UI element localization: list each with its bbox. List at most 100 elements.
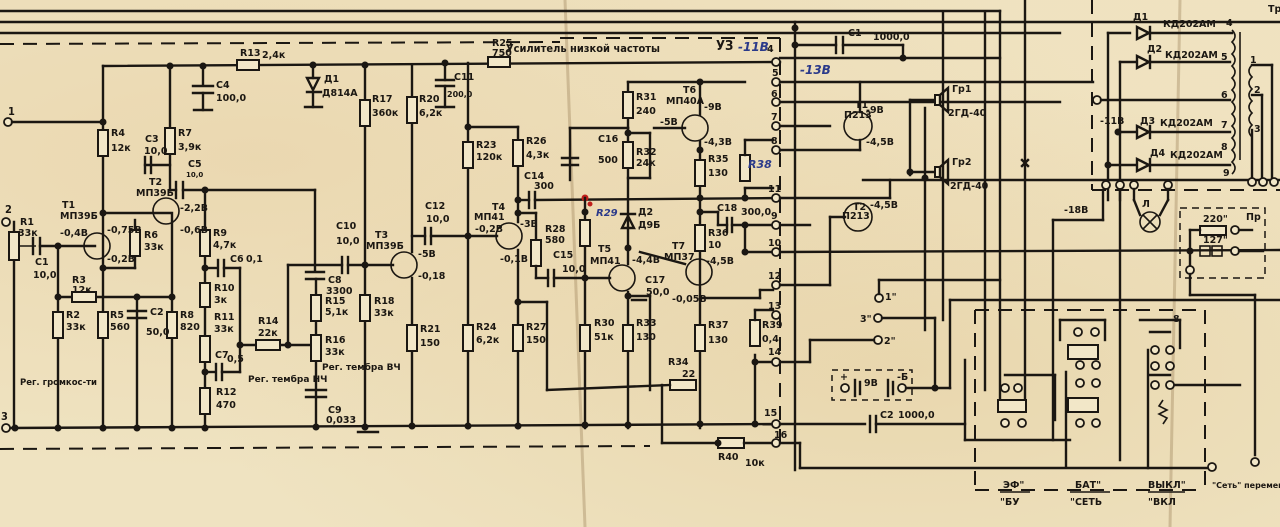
label-r4: R4	[111, 128, 125, 139]
note-uz-voltage: -11В	[738, 40, 769, 54]
resistor-r24	[462, 324, 474, 352]
label-t2-p213: T2	[853, 202, 866, 213]
resistor-r37	[694, 324, 706, 352]
resistor-r31	[622, 91, 634, 119]
block-terminals	[771, 20, 1280, 472]
value-r25: 750	[492, 48, 512, 59]
type-t2: МП39Б	[136, 188, 174, 199]
label-r21: R21	[420, 324, 441, 335]
label-c9: C9	[328, 405, 342, 416]
terminal-4[interactable]	[771, 57, 781, 67]
mains-terminal-b[interactable]	[1250, 457, 1260, 467]
switch-ef-bu[interactable]	[997, 399, 1027, 413]
label-term-12: 12	[768, 271, 781, 282]
label-transformer: Тр	[1268, 4, 1280, 15]
tr-pin-1: 1	[1250, 55, 1257, 66]
stage-t3	[303, 61, 499, 430]
label-r10: R10	[214, 283, 235, 294]
label-rail-18v: -18В	[1064, 205, 1088, 216]
label-c17: C17	[645, 275, 665, 286]
power-supply	[1051, 0, 1280, 472]
value-r33: 130	[636, 332, 656, 343]
note-rail-voltage: -13В	[800, 63, 831, 77]
voltage-t1-p213-emit: -4,5В	[866, 137, 894, 148]
label-r40: R40	[718, 452, 739, 463]
type-t7: МП37	[664, 252, 695, 263]
type-d2-psu: КД202АМ	[1165, 50, 1218, 61]
fuse-pr	[1199, 225, 1227, 236]
value-r4: 12к	[111, 143, 131, 154]
transistor-t1-p213	[843, 111, 873, 141]
voltage-t2-coll: -2,2В	[180, 203, 208, 214]
transformer-primary	[1248, 64, 1254, 138]
label-c3: C3	[145, 134, 159, 145]
value-r24: 6,2к	[476, 335, 500, 346]
mains-terminal-a[interactable]	[1207, 462, 1217, 472]
resistor-r12	[199, 387, 211, 415]
value-c14: 300	[534, 181, 554, 192]
label-r31: R31	[636, 92, 657, 103]
label-c16: C16	[598, 134, 619, 145]
label-term-15: 15	[764, 408, 777, 419]
label-term-7: 7	[771, 112, 778, 123]
label-term-14: 14	[768, 347, 782, 358]
tr-pin-7: 7	[1221, 120, 1228, 131]
terminal-2[interactable]	[1, 217, 11, 227]
switch-block	[963, 309, 1242, 491]
switch-ef-contact[interactable]	[1000, 383, 1010, 393]
value-c1: 10,0	[33, 270, 57, 281]
value-r12: 470	[216, 400, 236, 411]
voltage-t5-coll: -4,4В	[632, 255, 660, 266]
resistor-r30	[579, 324, 591, 352]
paper-fold	[563, 0, 587, 527]
value-r28: 580	[545, 235, 565, 246]
title: Усилитель низкой частоты	[506, 42, 660, 55]
label-r34: R34	[668, 357, 689, 368]
label-c6: C6	[230, 254, 244, 265]
resistor-r6	[129, 229, 141, 257]
value-r18: 33к	[374, 308, 394, 319]
label-t1: T1	[62, 200, 75, 211]
cross-mark	[1020, 158, 1030, 168]
type-t3: МП39Б	[366, 241, 404, 252]
voltage-t3-emit: -0,18	[418, 271, 446, 282]
type-t1: МП39Б	[60, 211, 98, 222]
label-d2-psu: Д2	[1147, 44, 1162, 55]
label-c15: C15	[553, 250, 573, 261]
type-t2-p213: П213	[842, 211, 870, 222]
terminal-13[interactable]	[771, 310, 781, 320]
label-r26: R26	[526, 136, 547, 147]
battery-plus	[840, 383, 850, 393]
value-r6: 33к	[144, 242, 164, 253]
value-r16: 33к	[325, 347, 345, 358]
transistor-t2	[152, 197, 180, 225]
label-term-8: 8	[771, 136, 778, 147]
diode-d3-kd202am	[1135, 124, 1152, 140]
resistor-r39	[749, 319, 761, 347]
label-battery-voltage: 9В	[864, 378, 878, 389]
voltage-t2-p213-coll: -4,5В	[870, 200, 898, 211]
value-r30: 51к	[594, 332, 614, 343]
selector	[778, 278, 1280, 401]
value-r13: 2,4к	[262, 50, 286, 61]
label-c4: C4	[216, 80, 230, 91]
label-selector-3: 3"	[860, 314, 872, 325]
label-term-4: 4	[767, 44, 774, 55]
resistor-r29	[579, 219, 591, 247]
value-r32: 24к	[636, 158, 656, 169]
resistor-r2	[52, 311, 64, 339]
resistor-r8	[166, 311, 178, 339]
value-c6: 0,1	[246, 254, 263, 265]
label-r9: R9	[213, 228, 227, 239]
resistor-r36	[694, 224, 706, 252]
resistor-r20	[406, 96, 418, 124]
type-d1: Д814А	[322, 88, 358, 99]
resistor-r32	[622, 141, 634, 169]
output-stage	[828, 0, 1280, 402]
resistor-r23	[462, 141, 474, 169]
label-r27: R27	[526, 322, 547, 333]
switch-bat-set[interactable]	[1067, 344, 1099, 360]
caption-volume: Рег. громкос-ти	[20, 378, 97, 388]
terminal-3[interactable]	[1, 423, 11, 433]
label-r39: R39	[762, 320, 783, 331]
